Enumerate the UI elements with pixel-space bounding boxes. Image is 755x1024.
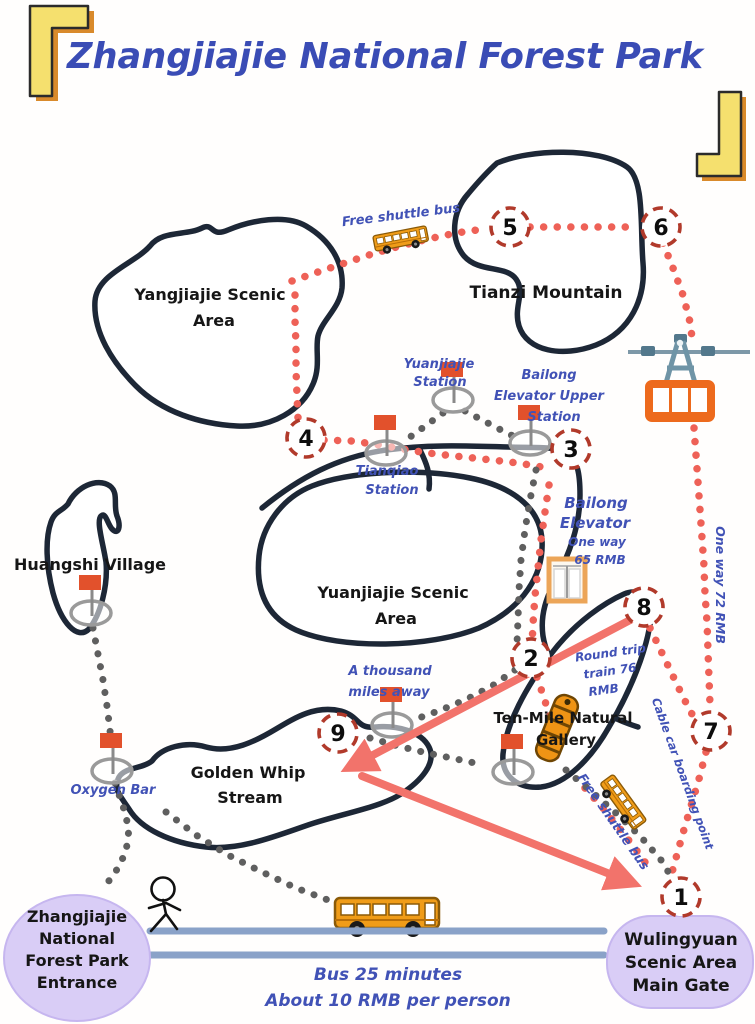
- route-shuttle-to-1-dots: [581, 784, 656, 876]
- elevator-icon: [546, 556, 588, 604]
- free-shuttle-top-label: Free shuttle bus: [341, 201, 461, 230]
- yuanjiajie-label-1: Yuanjiajie Scenic: [316, 583, 468, 602]
- golden-whip-label-2: Stream: [217, 788, 282, 807]
- entrance-label-4: Entrance: [37, 973, 118, 992]
- stop-marker-3: 3: [550, 428, 592, 470]
- bailong-upper-label-2: Elevator Upper: [494, 389, 605, 404]
- bailong-elevator-fare-1: One way: [568, 535, 627, 549]
- arrow-8-to-9: [340, 614, 638, 772]
- route-7-to-1-dots: [667, 748, 710, 880]
- stop-marker-5: 5: [489, 206, 531, 248]
- walking-person-icon: [147, 876, 182, 933]
- stop-number-6: 6: [653, 216, 668, 241]
- trail-huangshi-to-oxygen: [89, 624, 115, 754]
- region-tianzi-outline: [451, 149, 647, 355]
- route-6-to-cable-dots: [659, 239, 697, 349]
- bailong-upper-label-3: Station: [527, 410, 580, 425]
- tianqiao-station-label-2: Station: [365, 483, 418, 498]
- stop-number-4: 4: [298, 427, 313, 452]
- stop-number-7: 7: [703, 720, 718, 745]
- route-4-to-3-dots: [320, 436, 546, 471]
- bailong-elevator-label-2: Elevator: [560, 514, 632, 532]
- main-gate-label-2: Scenic Area: [625, 953, 737, 973]
- route-cable-to-7-dots: [690, 424, 714, 709]
- cable-car-fare-label: One way 72 RMB: [713, 526, 728, 644]
- train-fare-line-3: RMB: [588, 681, 620, 699]
- main-gate-label-3: Main Gate: [632, 976, 729, 996]
- stop-number-3: 3: [563, 438, 578, 463]
- ten-mile-label-2: Gallery: [536, 731, 596, 749]
- oxygen-bar-label: Oxygen Bar: [71, 783, 157, 798]
- main-gate-label-1: Wulingyuan: [624, 930, 738, 950]
- bailong-elevator-label-1: Bailong: [564, 494, 628, 512]
- stop-number-8: 8: [636, 596, 651, 621]
- trail-bailong-down: [513, 466, 540, 647]
- bailong-upper-label-1: Bailong: [521, 368, 576, 383]
- region-huangshi-outline: [44, 479, 122, 636]
- main-gate-bubble: Wulingyuan Scenic Area Main Gate: [606, 915, 754, 1009]
- yuanjiajie-station-label-1: Yuanjiajie: [404, 357, 475, 372]
- tianqiao-station-flag-marker: [364, 413, 408, 467]
- region-yangjiajie-outline: [92, 216, 345, 429]
- title-bracket-bottom-right: [695, 90, 746, 181]
- stop-number-9: 9: [330, 722, 345, 747]
- ten-mile-label-1: Ten-Mile Natural: [493, 709, 632, 727]
- trail-yuanjiajie-to-tianqiao: [397, 409, 447, 447]
- entrance-bubble: Zhangjiajie National Forest Park Entranc…: [3, 894, 151, 1022]
- entrance-label-3: Forest Park: [25, 951, 129, 970]
- bailong-elevator-fare-2: 65 RMB: [574, 553, 625, 567]
- stop-marker-8: 8: [623, 586, 665, 628]
- bus-info-label-2: About 10 RMB per person: [263, 991, 511, 1011]
- region-yuanjiajie-outline: [255, 469, 545, 647]
- thousand-miles-label-2: miles away: [348, 685, 430, 700]
- entrance-label-2: National: [39, 929, 115, 948]
- tianqiao-station-label-1: Tianqiao: [356, 464, 419, 479]
- route-2-to-gallery-dots: [533, 673, 560, 767]
- stop-number-5: 5: [502, 216, 517, 241]
- arrow-9-to-1: [358, 772, 642, 891]
- route-8-to-7-dots: [646, 624, 697, 720]
- title-bracket-top-left: [28, 4, 94, 101]
- cable-car-icon: [628, 334, 750, 422]
- route-3-to-2-dots: [528, 481, 553, 649]
- bus-info-label-1: Bus 25 minutes: [314, 965, 462, 985]
- tianzi-label: Tianzi Mountain: [470, 283, 623, 303]
- yangjiajie-label-2: Area: [193, 311, 235, 330]
- thousand-miles-label-1: A thousand: [347, 664, 432, 679]
- trail-stream-to-bus: [162, 808, 332, 904]
- huangshi-label: Huangshi Village: [14, 555, 166, 574]
- entrance-label-1: Zhangjiajie: [27, 907, 127, 926]
- page-title: Zhangjiajie National Forest Park: [66, 36, 705, 77]
- trail-gallery-to-1: [562, 766, 676, 882]
- trail-2-to-thousand-miles: [412, 666, 519, 723]
- yuanjiajie-label-2: Area: [375, 609, 417, 628]
- trail-yuanjiajie-to-bailong: [461, 407, 523, 443]
- stop-marker-9: 9: [317, 712, 359, 754]
- stop-number-1: 1: [673, 886, 688, 911]
- stop-marker-1: 1: [660, 876, 702, 918]
- golden-whip-label-1: Golden Whip: [191, 763, 306, 782]
- stop-marker-4: 4: [285, 417, 327, 459]
- yuanjiajie-station-label-2: Station: [413, 375, 466, 390]
- yangjiajie-label-1: Yangjiajie Scenic: [133, 285, 285, 304]
- stop-number-2: 2: [523, 647, 538, 672]
- stop-marker-2: 2: [510, 637, 552, 679]
- oxygen-bar-flag-marker: [90, 731, 134, 785]
